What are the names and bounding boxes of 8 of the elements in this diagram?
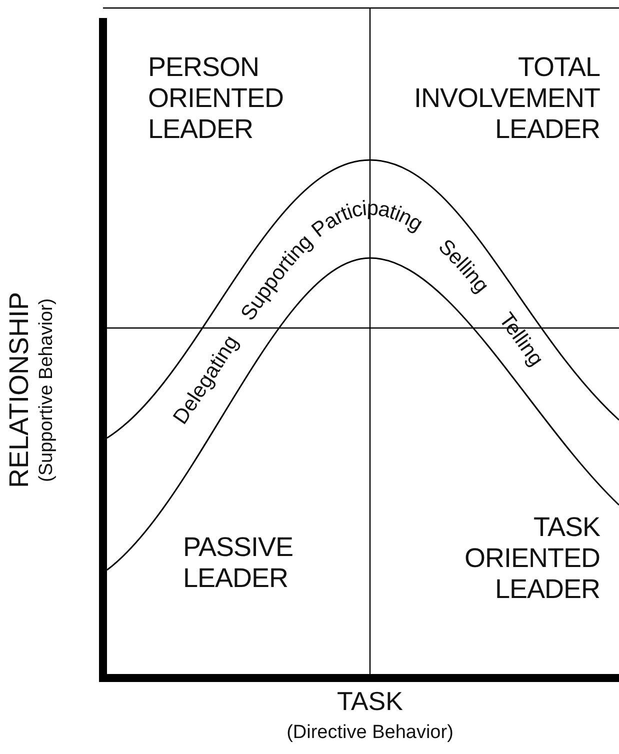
axis-title: (Directive Behavior) bbox=[286, 722, 454, 744]
axis-title: (Supportive Behavior) bbox=[36, 297, 58, 484]
quadrant-label: TOTAL INVOLVEMENT LEADER bbox=[412, 52, 600, 145]
quadrant-label: PASSIVE LEADER bbox=[183, 532, 294, 594]
quadrant-label: TASK ORIENTED LEADER bbox=[463, 512, 600, 605]
axis-title: RELATIONSHIP bbox=[4, 290, 35, 490]
axis-title: TASK bbox=[336, 686, 404, 717]
quadrant-label: PERSON ORIENTED LEADER bbox=[148, 52, 285, 145]
